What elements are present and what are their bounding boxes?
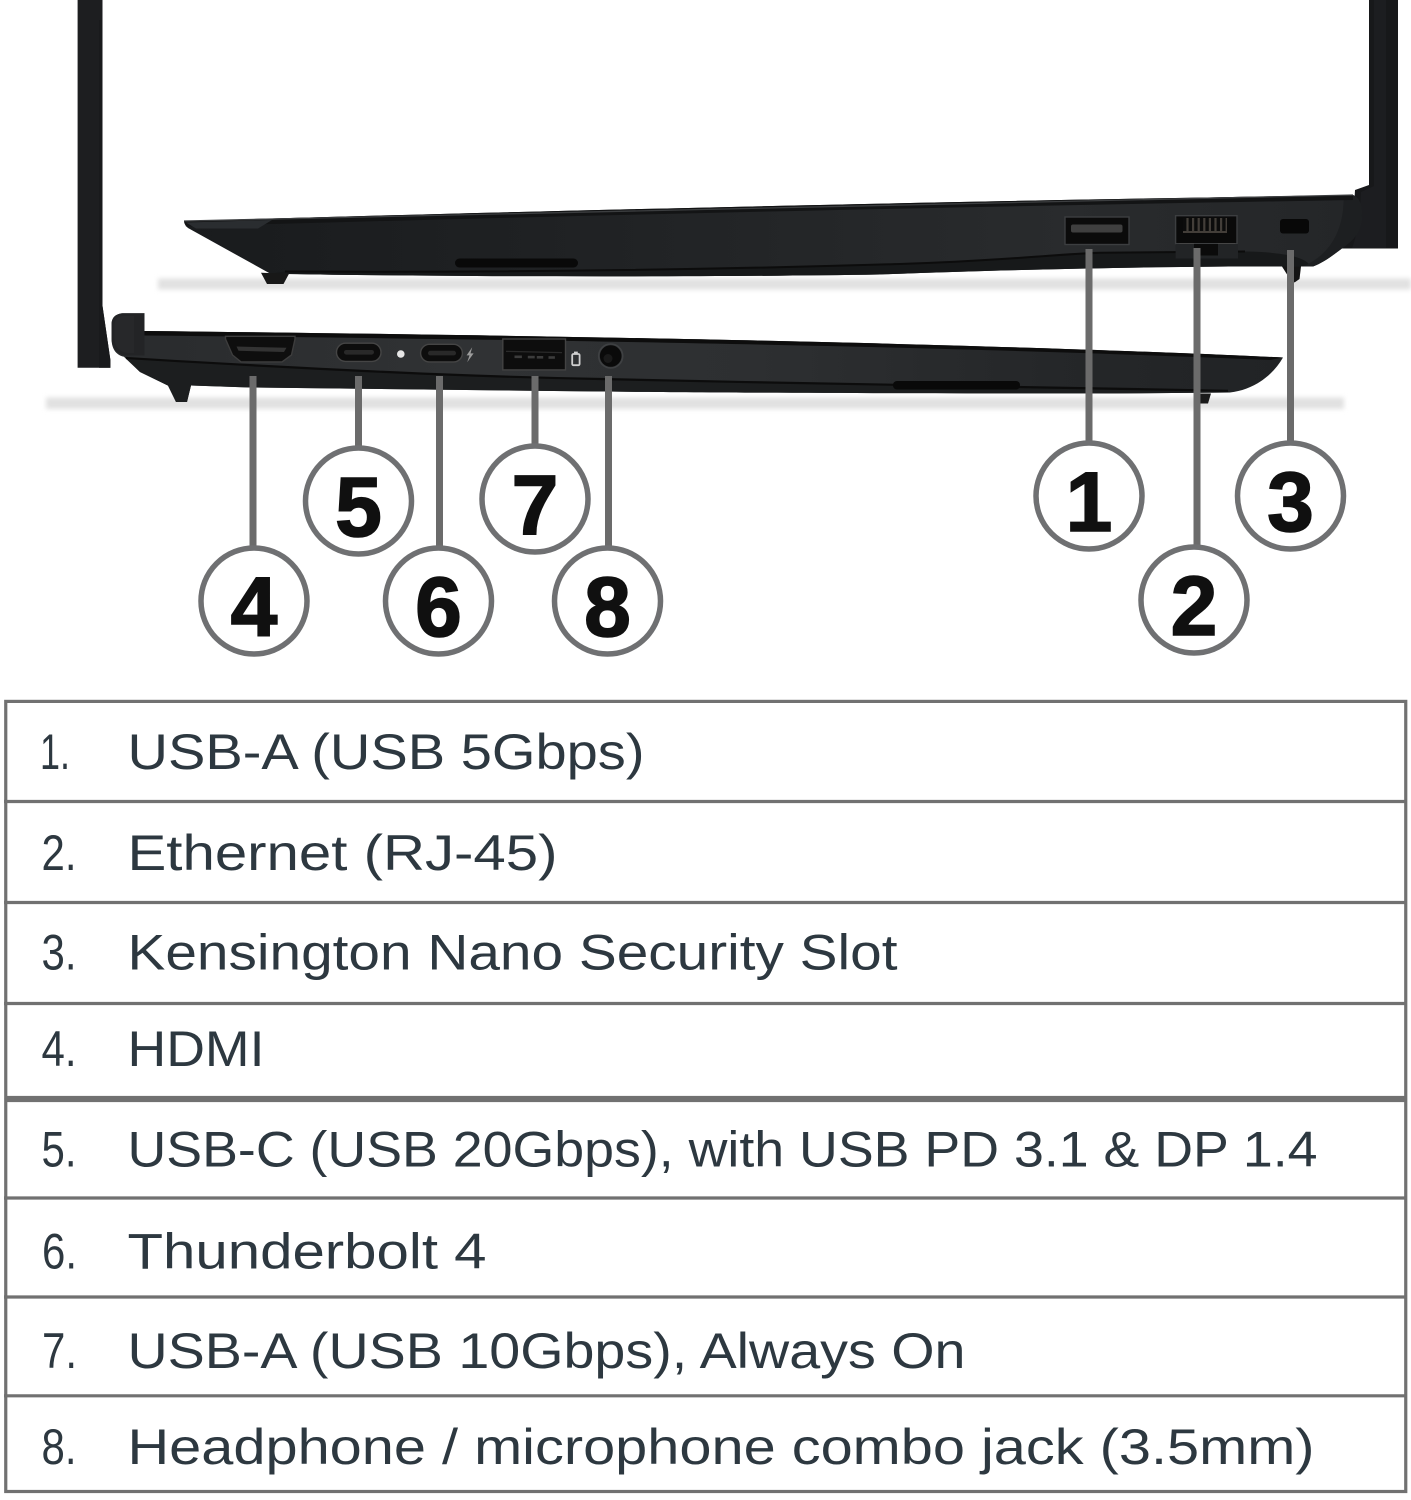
svg-text:6: 6 bbox=[415, 560, 462, 654]
svg-text:Kensington Nano Security Slot: Kensington Nano Security Slot bbox=[128, 925, 898, 981]
svg-text:5.: 5. bbox=[42, 1122, 77, 1178]
svg-text:7: 7 bbox=[512, 458, 559, 552]
svg-text:Thunderbolt 4: Thunderbolt 4 bbox=[128, 1224, 487, 1280]
svg-text:USB-C (USB 20Gbps), with USB P: USB-C (USB 20Gbps), with USB PD 3.1 & DP… bbox=[128, 1122, 1318, 1178]
svg-text:1.: 1. bbox=[40, 724, 70, 780]
svg-text:5: 5 bbox=[335, 460, 382, 554]
svg-text:8.: 8. bbox=[42, 1419, 77, 1475]
svg-text:Headphone / microphone combo j: Headphone / microphone combo jack (3.5mm… bbox=[128, 1419, 1315, 1475]
svg-text:USB-A (USB 10Gbps), Always On: USB-A (USB 10Gbps), Always On bbox=[128, 1323, 966, 1379]
svg-text:USB-A (USB 5Gbps): USB-A (USB 5Gbps) bbox=[128, 724, 645, 780]
svg-text:6.: 6. bbox=[42, 1224, 77, 1280]
svg-text:3.: 3. bbox=[42, 925, 77, 981]
svg-text:8: 8 bbox=[584, 560, 631, 654]
svg-text:2.: 2. bbox=[42, 825, 77, 881]
svg-text:Ethernet (RJ-45): Ethernet (RJ-45) bbox=[128, 825, 558, 881]
svg-text:4.: 4. bbox=[42, 1021, 77, 1077]
svg-text:3: 3 bbox=[1267, 455, 1314, 549]
svg-text:2: 2 bbox=[1171, 559, 1218, 653]
svg-text:7.: 7. bbox=[42, 1323, 77, 1379]
svg-text:1: 1 bbox=[1066, 455, 1113, 549]
svg-text:4: 4 bbox=[231, 560, 278, 654]
svg-text:HDMI: HDMI bbox=[128, 1021, 265, 1077]
